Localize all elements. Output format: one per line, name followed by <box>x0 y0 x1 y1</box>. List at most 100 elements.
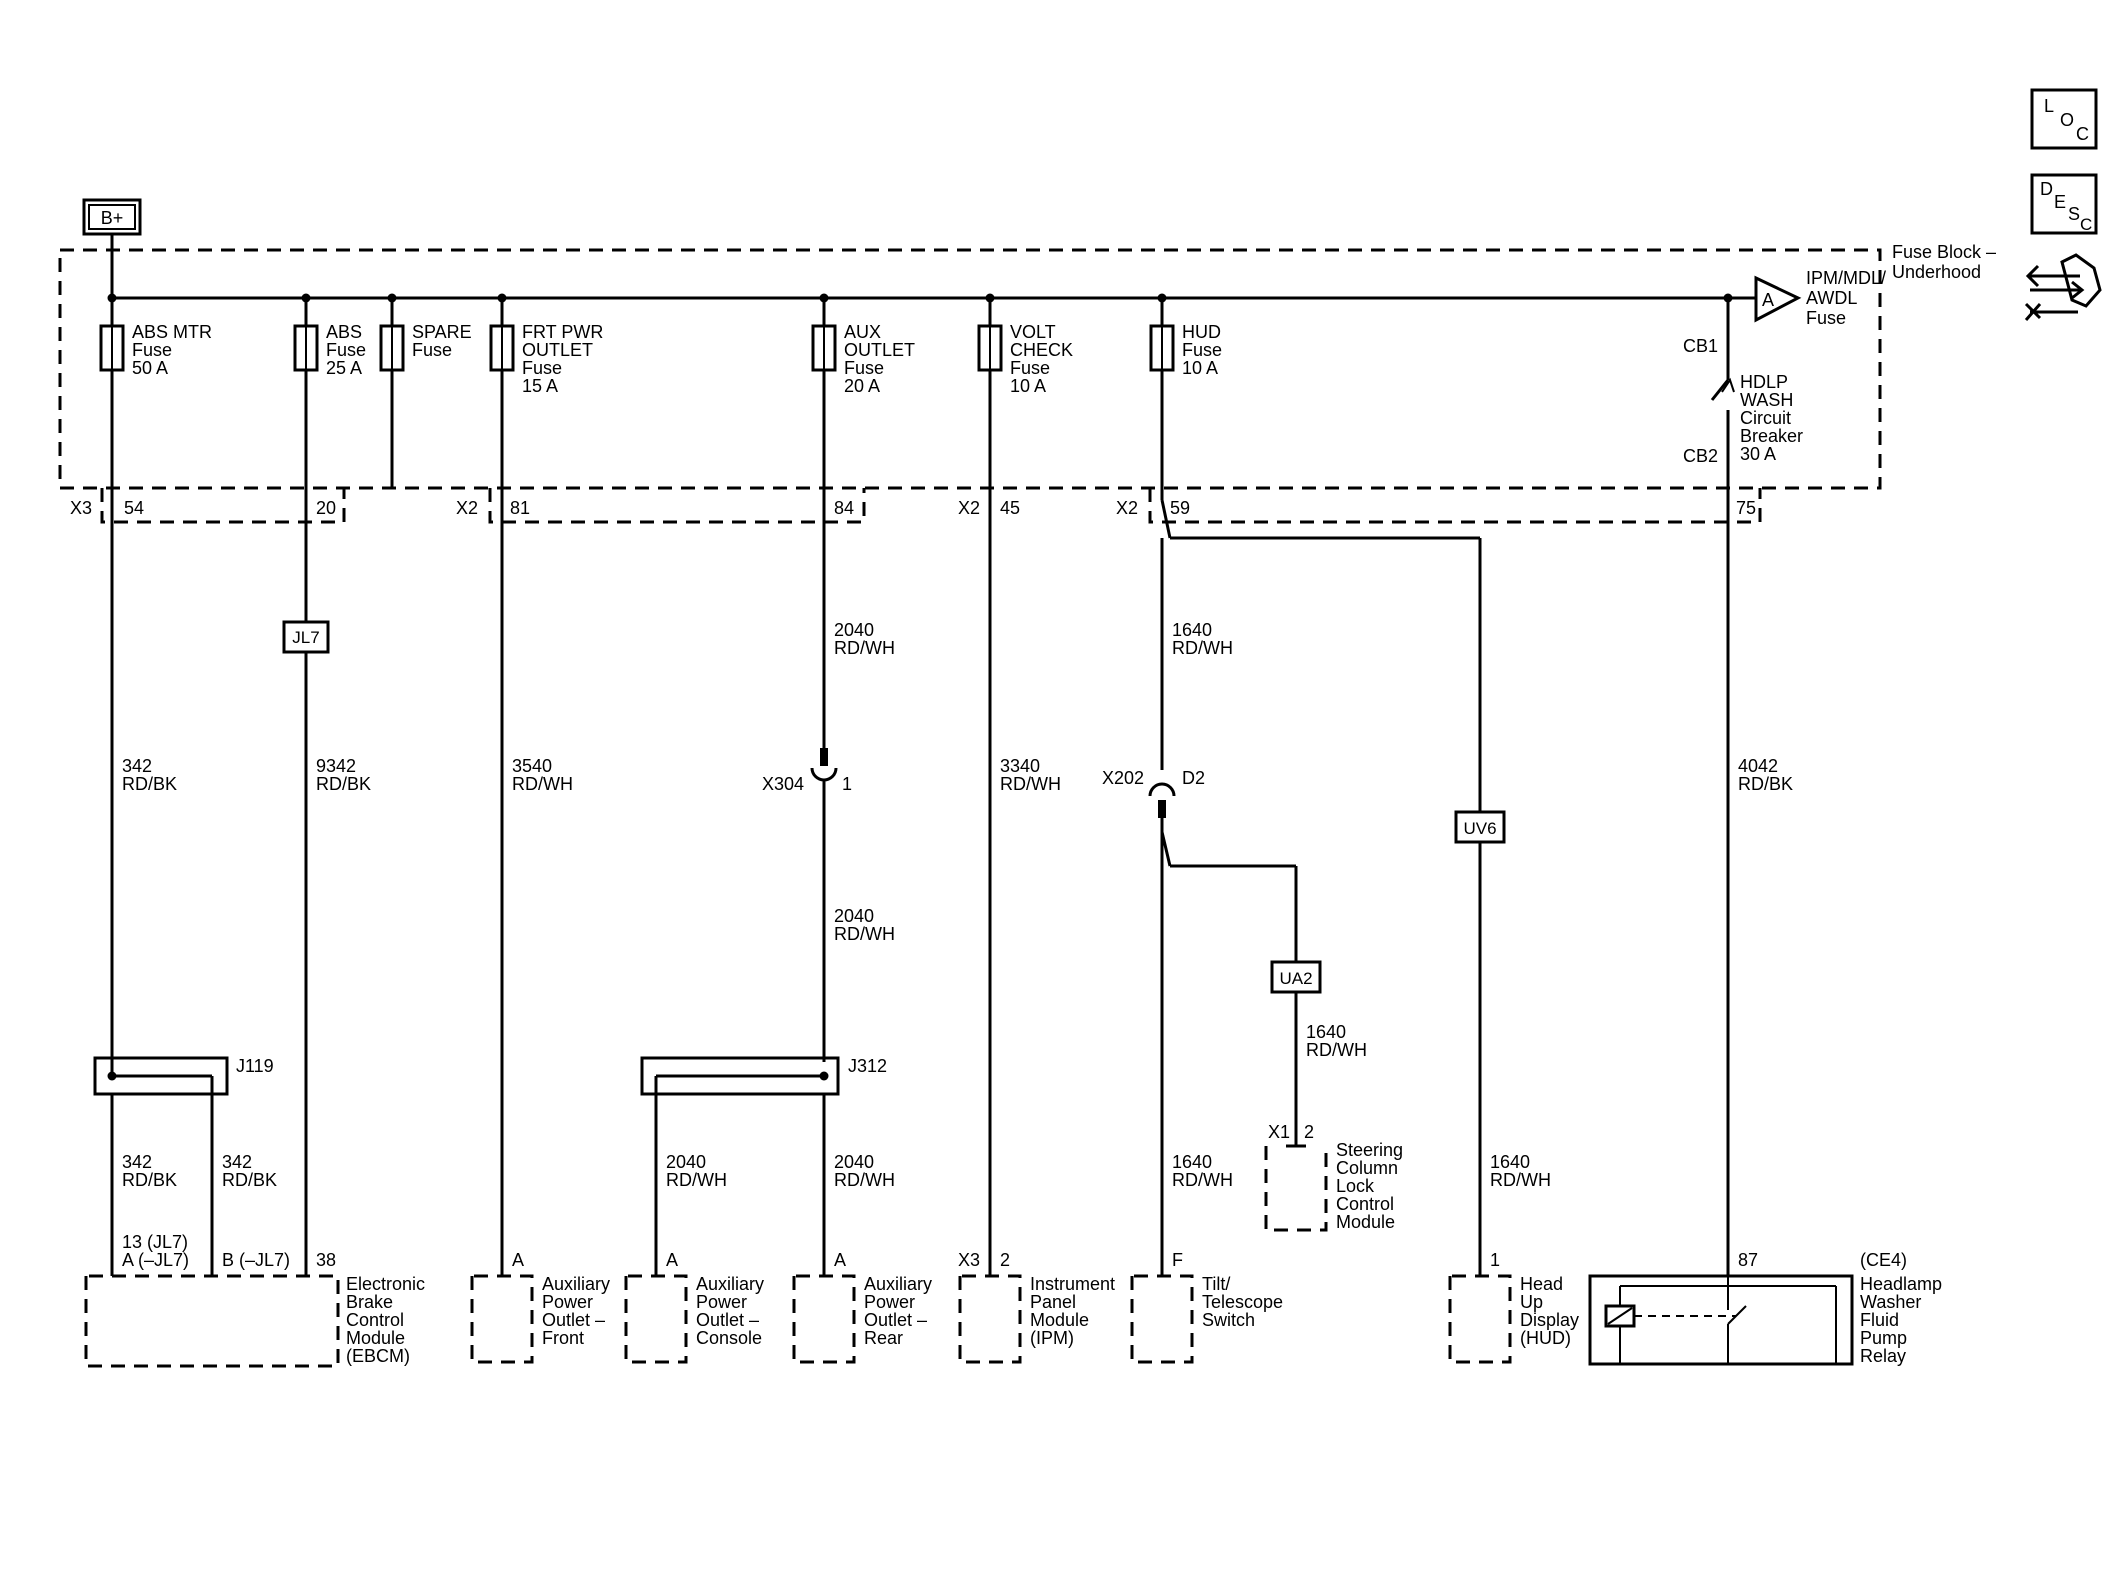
connector-x2-45: X2 45 <box>958 498 1020 518</box>
wire-color: RD/WH <box>834 1170 895 1190</box>
component-label: Outlet – <box>696 1310 759 1330</box>
pin-label: A <box>834 1250 846 1270</box>
pin-54: 54 <box>124 498 144 518</box>
component-label: Fluid <box>1860 1310 1899 1330</box>
component-label: Instrument <box>1030 1274 1115 1294</box>
component-label: (HUD) <box>1520 1328 1571 1348</box>
component-label: Power <box>542 1292 593 1312</box>
component-label: Panel <box>1030 1292 1076 1312</box>
x2-label: X2 <box>1116 498 1138 518</box>
fuse-label: Fuse <box>522 358 562 378</box>
auxiliary-power-outlet-front[interactable]: A Auxiliary Power Outlet – Front <box>470 1250 610 1364</box>
wire-number: 342 <box>222 1152 252 1172</box>
component-label: Auxiliary <box>542 1274 610 1294</box>
splice-pack-j119: J119 342 RD/BK 342 RD/BK <box>93 1056 277 1276</box>
steering-column-lock-control-module[interactable]: Steering Column Lock Control Module <box>1264 1140 1403 1232</box>
component-label: Relay <box>1860 1346 1906 1366</box>
ipm-fuse-label-3: Fuse <box>1806 308 1846 328</box>
fuse-label: CHECK <box>1010 340 1073 360</box>
component-label: Auxiliary <box>696 1274 764 1294</box>
loc-icon-letter-c: C <box>2076 124 2089 144</box>
fuse-volt-check[interactable]: VOLT CHECK Fuse 10 A <box>977 298 1073 396</box>
desc-nav-button[interactable]: D E S C <box>2030 173 2098 235</box>
cb1-pin-label: CB1 <box>1683 336 1718 356</box>
circuit-4042[interactable]: 4042 RD/BK <box>1726 488 1793 1276</box>
fuse-label: Fuse <box>1182 340 1222 360</box>
fuse-aux-outlet[interactable]: AUX OUTLET Fuse 20 A <box>811 298 915 396</box>
wire-number: 1640 <box>1172 620 1212 640</box>
component-label: Display <box>1520 1310 1579 1330</box>
fuse-hud[interactable]: HUD Fuse 10 A <box>1149 298 1222 378</box>
electronic-brake-control-module[interactable]: 13 (JL7) A (–JL7) B (–JL7) 38 Electronic… <box>84 1232 425 1368</box>
pin-label: 2 <box>1000 1250 1010 1270</box>
circuit-3340[interactable]: 3340 RD/WH <box>988 370 1061 1276</box>
fuse-abs-mtr[interactable]: ABS MTR Fuse 50 A <box>99 298 212 378</box>
component-label: Steering <box>1336 1140 1403 1160</box>
component-label: Outlet – <box>542 1310 605 1330</box>
fuse-label: Fuse <box>1010 358 1050 378</box>
component-label: Module <box>1030 1310 1089 1330</box>
wire-color: RD/WH <box>1000 774 1061 794</box>
fuse-rating: 15 A <box>522 376 558 396</box>
ipm-fuse-label-2: AWDL <box>1806 288 1857 308</box>
loc-nav-button[interactable]: L O C <box>2030 88 2098 150</box>
x202-label: X202 <box>1102 768 1144 788</box>
wire-color: RD/BK <box>122 774 177 794</box>
head-up-display[interactable]: 1 Head Up Display (HUD) <box>1448 1250 1579 1364</box>
auxiliary-power-outlet-console[interactable]: A Auxiliary Power Outlet – Console <box>624 1250 764 1364</box>
circuit-1640-hud-branch[interactable]: UV6 1640 RD/WH <box>1454 538 1551 1276</box>
pin-75: 75 <box>1736 498 1756 518</box>
j312-label: J312 <box>848 1056 887 1076</box>
fuse-spare[interactable]: SPARE Fuse <box>379 298 472 488</box>
tilt-telescope-switch[interactable]: F Tilt/ Telescope Switch <box>1130 1250 1283 1364</box>
uv6-option-label: UV6 <box>1463 819 1496 838</box>
x2-label: X2 <box>456 498 478 518</box>
desc-icon-letter-e: E <box>2054 192 2066 212</box>
fuse-label: FRT PWR <box>522 322 603 342</box>
breaker-label-2: WASH <box>1740 390 1793 410</box>
instrument-panel-module[interactable]: X3 2 Instrument Panel Module (IPM) <box>958 1250 1115 1364</box>
x304-label: X304 <box>762 774 804 794</box>
component-label: Auxiliary <box>864 1274 932 1294</box>
x304-pin: 1 <box>842 774 852 794</box>
component-label: Control <box>1336 1194 1394 1214</box>
fuse-frt-pwr-outlet[interactable]: FRT PWR OUTLET Fuse 15 A <box>489 298 603 396</box>
circuit-2040[interactable]: 2040 RD/WH <box>822 370 895 758</box>
fuse-abs[interactable]: ABS Fuse 25 A <box>293 298 366 378</box>
wire-number: 3540 <box>512 756 552 776</box>
ebcm-pin-b: B (–JL7) <box>222 1250 290 1270</box>
headlamp-washer-fluid-pump-relay[interactable]: 87 (CE4) Headlamp Washer Fluid Pump Rela… <box>1588 1250 1942 1366</box>
connector-view-icon[interactable] <box>2024 253 2102 321</box>
wire-number: 3340 <box>1000 756 1040 776</box>
wire-number: 2040 <box>834 906 874 926</box>
component-label: Telescope <box>1202 1292 1283 1312</box>
fuse-rating: 10 A <box>1182 358 1218 378</box>
component-label: Brake <box>346 1292 393 1312</box>
wire-color: RD/BK <box>316 774 371 794</box>
component-label: Column <box>1336 1158 1398 1178</box>
ebcm-pin-38: 38 <box>316 1250 336 1270</box>
x1-pin: 2 <box>1304 1122 1314 1142</box>
wire-color: RD/BK <box>122 1170 177 1190</box>
auxiliary-power-outlet-rear[interactable]: A Auxiliary Power Outlet – Rear <box>792 1250 932 1364</box>
wire-color: RD/WH <box>1490 1170 1551 1190</box>
circuit-1640[interactable]: 1640 RD/WH <box>1160 370 1480 770</box>
wire-color: RD/WH <box>1172 1170 1233 1190</box>
component-label: Head <box>1520 1274 1563 1294</box>
pin-87: 87 <box>1738 1250 1758 1270</box>
ua2-option-label: UA2 <box>1279 969 1312 988</box>
circuit-342[interactable]: 342 RD/BK <box>110 370 177 1076</box>
wire-number: 2040 <box>834 1152 874 1172</box>
desc-icon-letter-d: D <box>2040 179 2053 199</box>
breaker-label-4: Breaker <box>1740 426 1803 446</box>
fuse-label: SPARE <box>412 322 472 342</box>
circuit-9342[interactable]: JL7 9342 RD/BK <box>282 370 371 1276</box>
pin-label: A <box>666 1250 678 1270</box>
connector-x2-81-84: X2 81 84 <box>456 488 866 524</box>
wire-number: 342 <box>122 1152 152 1172</box>
wire-number: 1640 <box>1490 1152 1530 1172</box>
ipm-mdl-awdl-fuse-ref[interactable]: A IPM/MDL/ AWDL Fuse <box>1728 268 1886 328</box>
wire-number: 1640 <box>1306 1022 1346 1042</box>
fuse-label: ABS MTR <box>132 322 212 342</box>
circuit-3540[interactable]: 3540 RD/WH <box>500 370 573 1276</box>
